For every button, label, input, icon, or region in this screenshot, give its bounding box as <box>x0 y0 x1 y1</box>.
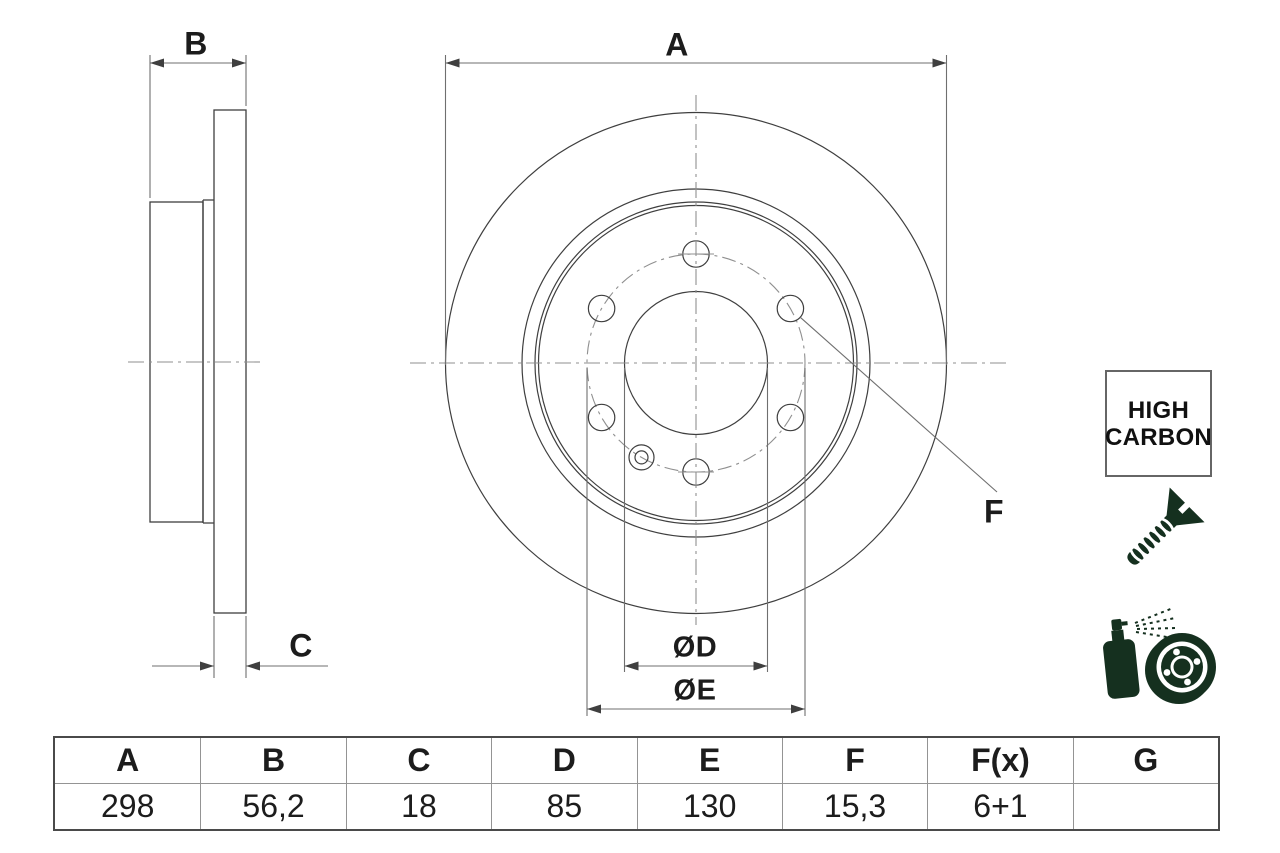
table-header-B: B <box>200 738 346 784</box>
dimension-F-leader <box>799 316 998 493</box>
table-header-D: D <box>491 738 637 784</box>
table-value-D: 85 <box>491 784 636 829</box>
side-view-step <box>202 199 214 524</box>
locating-pin-hole <box>628 444 655 471</box>
table-header-F: F <box>781 738 928 784</box>
arrowhead <box>587 704 601 714</box>
high-carbon-badge: HIGH CARBON <box>1105 370 1212 477</box>
arrowhead <box>445 58 460 68</box>
arrowhead <box>150 58 164 68</box>
table-header-A: A <box>55 738 201 784</box>
table-header-Fx: F(x) <box>927 738 1073 784</box>
table-value-G <box>1072 784 1218 829</box>
spray-can <box>1103 618 1140 699</box>
label-F: F <box>983 493 1005 530</box>
arrowhead <box>246 661 260 671</box>
dimension-A <box>444 55 948 365</box>
spray-can-coating-disc-icon <box>1093 596 1217 708</box>
countersunk-screw-icon <box>1106 484 1206 588</box>
arrowhead <box>932 58 947 68</box>
table-value-A: 298 <box>100 788 155 824</box>
bolt-hole <box>587 294 616 323</box>
label-A: A <box>665 26 689 63</box>
dimension-E <box>586 368 806 716</box>
arrowhead <box>753 661 768 671</box>
table-value-E: 130 <box>636 784 782 829</box>
bolt-hole <box>776 294 805 323</box>
table-value-Fx: 6+1 <box>927 784 1072 829</box>
label-C: C <box>289 627 313 664</box>
table-value-B: 56,2 <box>200 784 345 829</box>
coated-disc <box>1145 633 1216 704</box>
badge-line-2: CARBON <box>1104 423 1213 451</box>
dimension-spec-table: A B C D E F F(x) G 298 56,2 18 85 130 15… <box>53 736 1220 831</box>
table-value-F: 15,3 <box>781 784 927 829</box>
bolt-hole <box>776 403 805 432</box>
dimension-B <box>149 55 247 198</box>
label-OE: ØE <box>673 674 717 707</box>
bolt-hole <box>587 403 616 432</box>
badge-line-1: HIGH <box>1127 396 1190 424</box>
dimension-D <box>623 368 769 672</box>
table-header-E: E <box>636 738 782 784</box>
table-header-C: C <box>345 738 492 784</box>
table-value-C: 18 <box>345 784 491 829</box>
table-header-G: G <box>1072 738 1218 784</box>
spray-mist <box>1134 607 1177 639</box>
label-OD: ØD <box>672 631 718 664</box>
label-B: B <box>184 25 208 62</box>
arrowhead <box>200 661 214 671</box>
arrowhead <box>624 661 639 671</box>
arrowhead <box>232 58 246 68</box>
arrowhead <box>791 704 805 714</box>
